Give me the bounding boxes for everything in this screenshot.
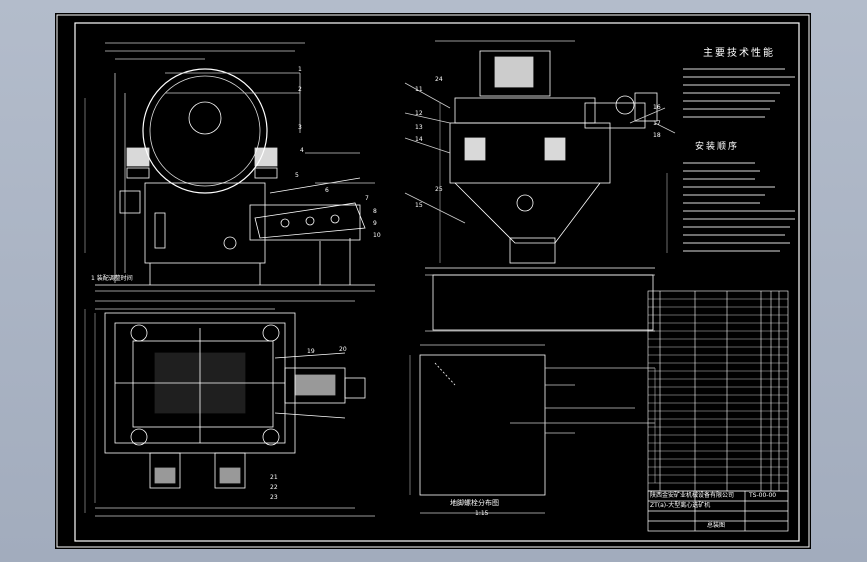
part-callout-3: 3 <box>298 124 302 131</box>
install-title: 安装顺序 <box>695 142 740 152</box>
title-block-product: ZT(a)-大型离心选矿机 <box>650 502 711 509</box>
part-callout-6: 6 <box>325 187 329 194</box>
front-elevation-view <box>84 42 375 292</box>
anchor-bolt-layout-view <box>409 344 656 514</box>
spec-title: 主要技术性能 <box>703 48 775 59</box>
part-callout-8: 8 <box>373 208 377 215</box>
title-block-drawing-number: TS-00-00 <box>749 492 777 499</box>
spec-text-lines <box>683 68 795 252</box>
cad-drawing <box>56 14 810 548</box>
anchor-bolt-scale: 1:15 <box>475 510 489 517</box>
inner-border <box>74 22 800 542</box>
drawing-canvas: 主要技术性能 安装顺序 地脚螺栓分布图 1:15 1 装配调整时间 陕西金安矿业… <box>55 13 811 549</box>
outer-border <box>56 14 810 548</box>
part-callout-14: 14 <box>415 136 423 143</box>
part-callout-19: 19 <box>307 348 315 355</box>
part-callout-7: 7 <box>365 195 369 202</box>
title-block-sheet-name: 总装图 <box>707 522 726 529</box>
part-callout-22: 22 <box>270 484 278 491</box>
side-elevation-view <box>404 40 676 332</box>
part-callout-5: 5 <box>295 172 299 179</box>
part-callout-21: 21 <box>270 474 278 481</box>
part-callout-16: 16 <box>653 104 661 111</box>
view-label: 1 装配调整时间 <box>91 275 133 282</box>
part-callout-9: 9 <box>373 220 377 227</box>
part-callout-20: 20 <box>339 346 347 353</box>
part-callout-18: 18 <box>653 132 661 139</box>
anchor-bolt-layout-label: 地脚螺栓分布图 <box>450 499 499 507</box>
part-callout-15: 15 <box>415 202 423 209</box>
part-callout-12: 12 <box>415 110 423 117</box>
part-callout-25: 25 <box>435 186 443 193</box>
parts-list-table <box>647 290 789 492</box>
part-callout-17: 17 <box>653 120 661 127</box>
part-callout-13: 13 <box>415 124 423 131</box>
part-callout-4: 4 <box>300 147 304 154</box>
plan-view <box>84 300 375 517</box>
part-callout-2: 2 <box>298 86 302 93</box>
part-callout-24: 24 <box>435 76 443 83</box>
part-callout-10: 10 <box>373 232 381 239</box>
part-callout-1: 1 <box>298 66 302 73</box>
title-block-company: 陕西金安矿业机械设备有限公司 <box>650 492 735 499</box>
part-callout-11: 11 <box>415 86 423 93</box>
part-callout-23: 23 <box>270 494 278 501</box>
parts-list-rows <box>648 298 788 484</box>
title-block <box>647 490 789 532</box>
